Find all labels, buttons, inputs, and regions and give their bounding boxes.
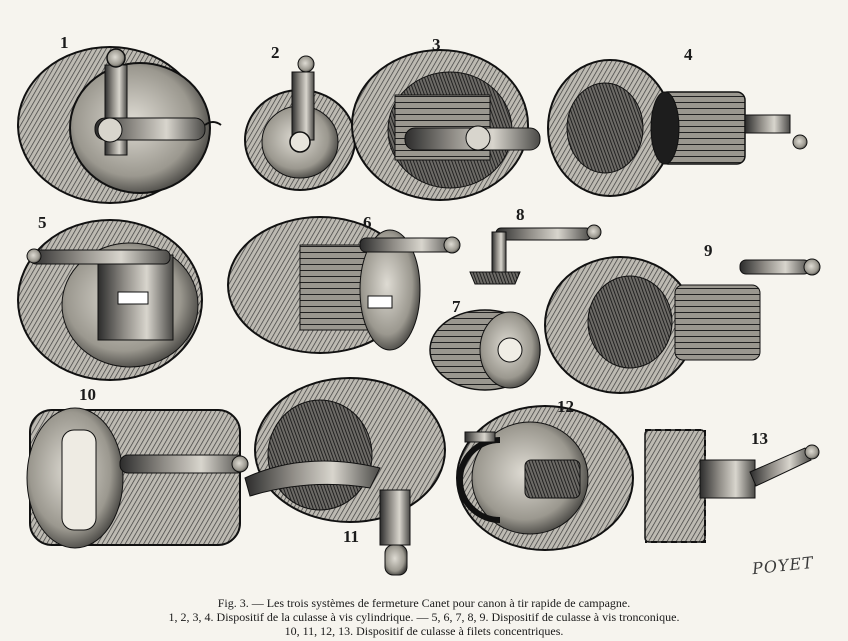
breech-illustration-11 [244, 377, 446, 576]
breech-illustration-12 [456, 405, 634, 551]
figure-number: 5 [38, 213, 47, 232]
breech-illustration-1 [17, 46, 222, 204]
figure-number: 6 [363, 213, 372, 232]
breech-illustration-5 [17, 219, 203, 381]
figure-number: 3 [432, 35, 441, 54]
breech-illustration-7 [429, 309, 541, 391]
breech-illustration-3 [351, 49, 541, 201]
breech-illustration-8 [469, 224, 602, 285]
caption-line-3: 10, 11, 12, 13. Dispositif de culasse à … [284, 624, 564, 638]
figure-number: 7 [452, 297, 461, 316]
figure-number: 8 [516, 205, 525, 224]
caption-line-2: 1, 2, 3, 4. Dispositif de la culasse à v… [168, 610, 680, 624]
caption-line-1: Fig. 3. — Les trois systèmes de fermetur… [217, 596, 631, 610]
figure-number: 4 [684, 45, 693, 64]
figure-number: 12 [557, 397, 574, 416]
figure-number: 11 [343, 527, 360, 546]
breech-illustration-6 [227, 216, 461, 354]
breech-illustration-2 [244, 55, 356, 191]
breech-illustration-4 [547, 59, 808, 197]
figure-number: 1 [60, 33, 69, 52]
figure-number: 2 [271, 43, 280, 62]
engraving-plate [17, 46, 821, 576]
figure-number: 13 [751, 429, 768, 448]
figure-caption: Fig. 3. — Les trois systèmes de fermetur… [0, 596, 848, 638]
figure-number: 9 [704, 241, 713, 260]
breech-illustration-13 [644, 429, 820, 543]
figure-number: 10 [79, 385, 96, 404]
breech-illustration-10 [26, 407, 249, 549]
breech-illustration-9 [544, 256, 821, 394]
